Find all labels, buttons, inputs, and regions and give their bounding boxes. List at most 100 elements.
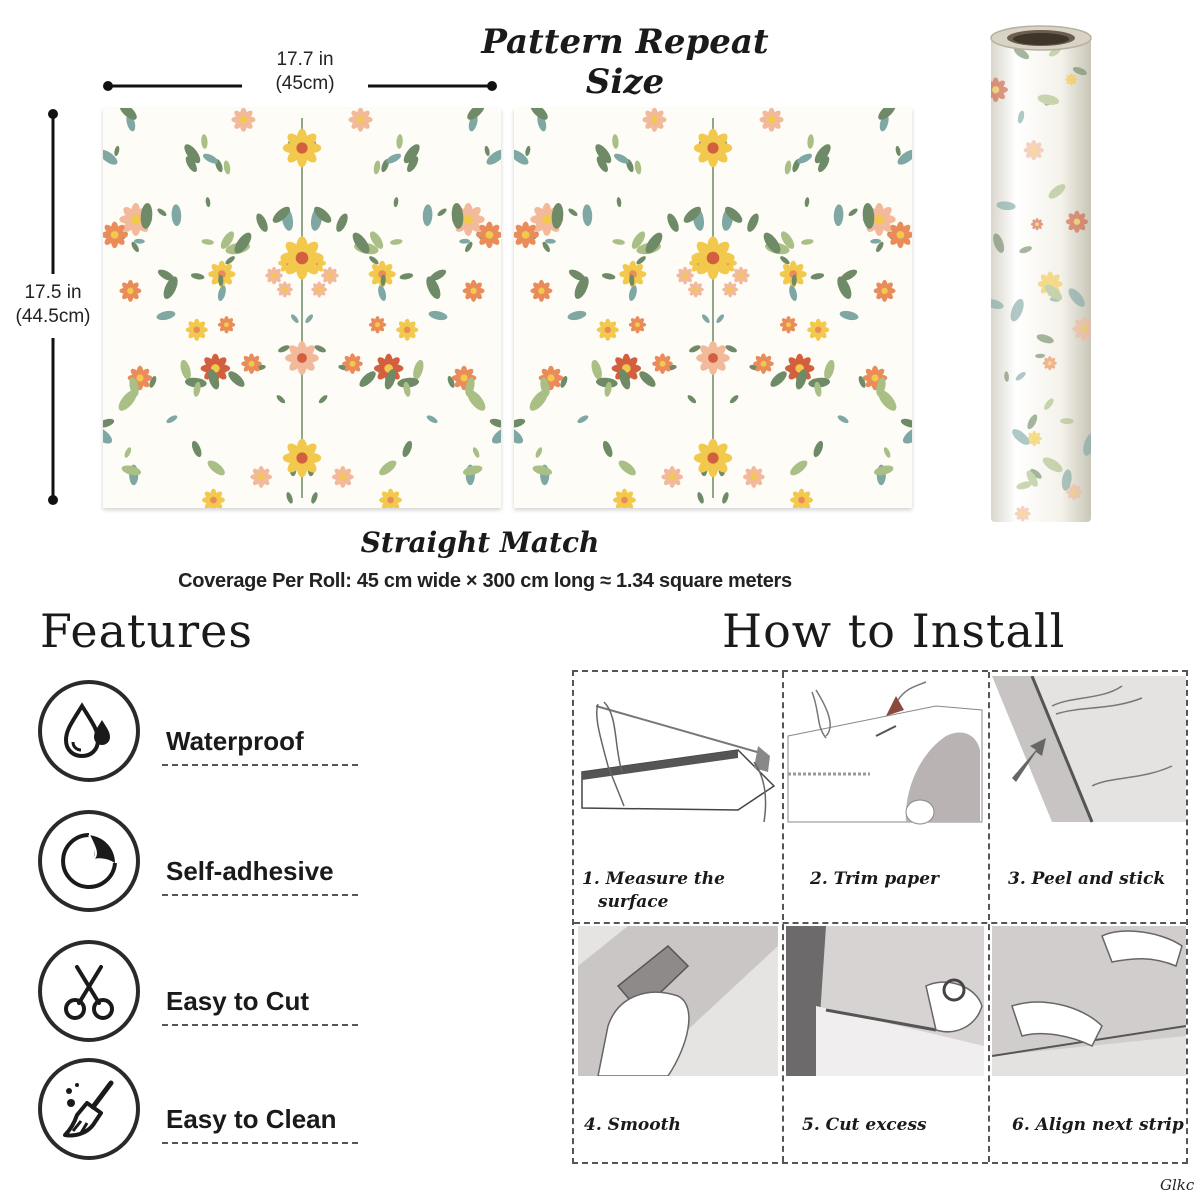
flower xyxy=(530,202,564,236)
leaf xyxy=(459,238,471,244)
leaf xyxy=(426,415,438,424)
flower xyxy=(451,365,477,391)
leaf xyxy=(833,204,844,227)
leaf xyxy=(591,359,602,380)
leaf xyxy=(413,359,424,380)
leaf xyxy=(616,197,622,208)
install-step-2: 2. Trim paper xyxy=(782,672,988,922)
leaf xyxy=(780,231,795,249)
flower xyxy=(676,266,694,285)
coverage-text: Coverage Per Roll: 45 cm wide × 300 cm l… xyxy=(178,570,792,592)
leaf xyxy=(878,108,896,120)
flower xyxy=(742,466,765,488)
leaf xyxy=(390,239,403,245)
flower xyxy=(873,279,896,302)
flower xyxy=(476,221,501,249)
leaf xyxy=(201,134,208,149)
leaf xyxy=(140,202,153,229)
leaf xyxy=(193,381,201,397)
leaf xyxy=(180,359,191,380)
feature-underline xyxy=(162,764,358,766)
leaf xyxy=(399,273,414,280)
leaf xyxy=(184,144,201,164)
flower xyxy=(613,488,636,508)
leaf xyxy=(486,149,501,165)
leaf xyxy=(318,395,328,404)
flower xyxy=(311,281,328,298)
leaf xyxy=(131,241,139,253)
flower xyxy=(696,341,730,375)
flower xyxy=(732,266,750,285)
leaf xyxy=(447,375,455,388)
broom-icon xyxy=(38,1058,140,1160)
leaf xyxy=(119,108,137,120)
leaf xyxy=(814,144,831,164)
feature-self-adhesive: Self-adhesive xyxy=(38,810,368,912)
leaf xyxy=(595,144,612,164)
leaf xyxy=(837,276,852,299)
flower xyxy=(231,108,256,132)
flower xyxy=(642,108,667,132)
flower xyxy=(119,279,142,302)
leaf xyxy=(525,145,531,156)
leaf xyxy=(305,314,314,323)
leaf xyxy=(878,389,897,411)
leaf xyxy=(352,232,370,254)
leaf xyxy=(790,460,808,476)
feature-waterproof: Waterproof xyxy=(38,680,368,782)
leaf xyxy=(567,310,587,321)
feature-easy-to-cut: Easy to Cut xyxy=(38,940,368,1042)
leaf xyxy=(369,256,379,265)
leaf xyxy=(791,274,797,287)
step-caption: 2. Trim paper xyxy=(810,868,939,891)
grid-divider xyxy=(782,672,784,1162)
step-caption-line: 5. Cut excess xyxy=(802,1115,927,1135)
install-step-4: 4. Smooth xyxy=(574,922,782,1166)
flower xyxy=(530,279,553,302)
leaf xyxy=(402,440,413,458)
flower xyxy=(691,236,735,280)
leaf xyxy=(386,153,401,164)
leaf xyxy=(560,375,568,388)
leaf xyxy=(514,418,526,428)
leaf xyxy=(185,156,197,172)
pattern-repeat-title: Pattern Repeat Size xyxy=(481,22,769,102)
leaf xyxy=(725,345,737,353)
leaf xyxy=(582,204,593,227)
leaf xyxy=(876,241,884,253)
leaf xyxy=(190,273,205,280)
install-step-3: 3. Peel and stick xyxy=(988,672,1188,922)
leaf xyxy=(612,239,625,245)
leaf xyxy=(472,447,480,458)
flower xyxy=(348,108,373,132)
leaf xyxy=(596,156,608,172)
height-cm: (44.5cm) xyxy=(15,306,91,327)
flower xyxy=(103,221,128,249)
leaf xyxy=(491,425,501,444)
leaf xyxy=(551,202,564,229)
step-caption-line: 2. Trim paper xyxy=(810,869,939,889)
align-strip-illustration xyxy=(992,926,1186,1076)
leaf xyxy=(207,460,225,476)
flower xyxy=(285,341,319,375)
leaf xyxy=(818,156,830,172)
leaf xyxy=(840,269,858,281)
leaf xyxy=(276,395,286,404)
leaf xyxy=(568,208,578,217)
feature-label: Waterproof xyxy=(166,726,304,756)
leaf xyxy=(278,345,290,353)
leaf xyxy=(839,310,859,321)
pattern-height-label: 17.5 in (44.5cm) xyxy=(0,281,106,329)
leaf xyxy=(813,440,824,458)
leaf xyxy=(290,314,299,323)
leaf xyxy=(873,465,894,476)
flower xyxy=(514,221,539,249)
leaf xyxy=(716,314,725,323)
flower xyxy=(321,266,339,285)
install-step-1: 1. Measure the surface xyxy=(574,672,782,922)
leaf xyxy=(618,460,636,476)
flower xyxy=(276,281,293,298)
width-inches: 17.7 in xyxy=(276,49,334,70)
leaf xyxy=(157,208,167,217)
install-steps-grid: 1. Measure the surface 2. Trim paper xyxy=(572,670,1188,1164)
